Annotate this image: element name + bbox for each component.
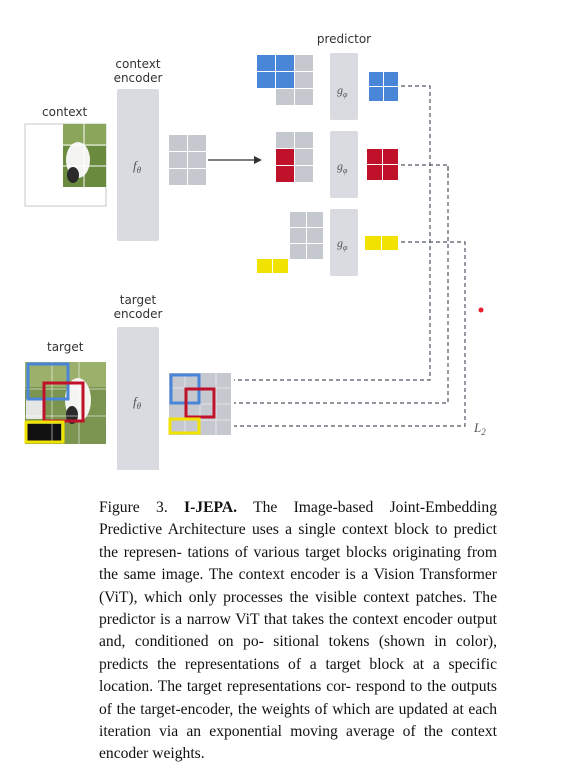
predictor-output-yellow (365, 236, 398, 250)
loss-label: L2 (473, 420, 486, 437)
target-output-grid (168, 373, 231, 435)
predictor-symbol-1: gφ (337, 83, 348, 99)
caption-line-11: the context encoder weights. (99, 723, 497, 763)
target-encoder-label-2: encoder (114, 307, 163, 321)
context-encoder-block (117, 89, 159, 241)
predictor-symbol-3: gφ (337, 236, 348, 252)
predictor-block-2 (330, 131, 358, 198)
caption-line-2: Architecture uses a single context block… (99, 521, 497, 561)
caption-line-6: ViT that takes the context encoder outpu… (99, 611, 497, 651)
target-encoder-symbol: fθ (133, 394, 142, 411)
ijepa-diagram: context context encoder predictor target… (24, 32, 486, 470)
context-image (24, 123, 107, 207)
predictor-block-1 (330, 53, 358, 120)
caption-title: I-JEPA. (184, 499, 238, 516)
caption-line-8: target block at a specific location. The… (99, 655, 497, 696)
target-image (24, 362, 106, 444)
predictor-input-red (276, 132, 313, 182)
caption-label: Figure 3. (99, 499, 168, 516)
caption-line-1: The Image-based Joint-Embedding Predicti… (99, 499, 497, 539)
caption-line-4: The context encoder is a Vision Transfor… (99, 566, 497, 606)
predictor-label: predictor (317, 32, 371, 46)
target-encoder-label-1: target (120, 293, 157, 307)
caption-line-5: processes the visible context patches. T… (99, 588, 497, 629)
predictor-input-blue (257, 55, 313, 105)
predictor-output-blue (369, 72, 398, 101)
target-label: target (47, 340, 84, 354)
figure-caption: Figure 3. I-JEPA. The Image-based Joint-… (99, 497, 497, 766)
caption-line-3: tations of various target blocks origina… (99, 543, 497, 584)
target-encoder-block (117, 327, 159, 470)
predictor-input-yellow (257, 212, 323, 273)
loss-connectors (234, 85, 466, 427)
predictor-symbol-2: gφ (337, 159, 348, 175)
predictor-output-red (367, 149, 398, 180)
caption-line-9: respond to the outputs of the target-enc… (99, 678, 497, 718)
predictor-block-3 (330, 209, 358, 276)
context-encoder-label-1: context (115, 57, 161, 71)
context-to-predictor-arrow (208, 156, 262, 164)
context-output-grid (169, 135, 206, 185)
context-encoder-symbol: fθ (133, 158, 142, 175)
context-label: context (42, 105, 88, 119)
caption-line-10: are updated at each iteration via an exp… (99, 700, 497, 741)
context-encoder-label-2: encoder (114, 71, 163, 85)
caption-line-7: sitional tokens (shown in color), predic… (99, 633, 497, 673)
red-dot (478, 307, 484, 313)
